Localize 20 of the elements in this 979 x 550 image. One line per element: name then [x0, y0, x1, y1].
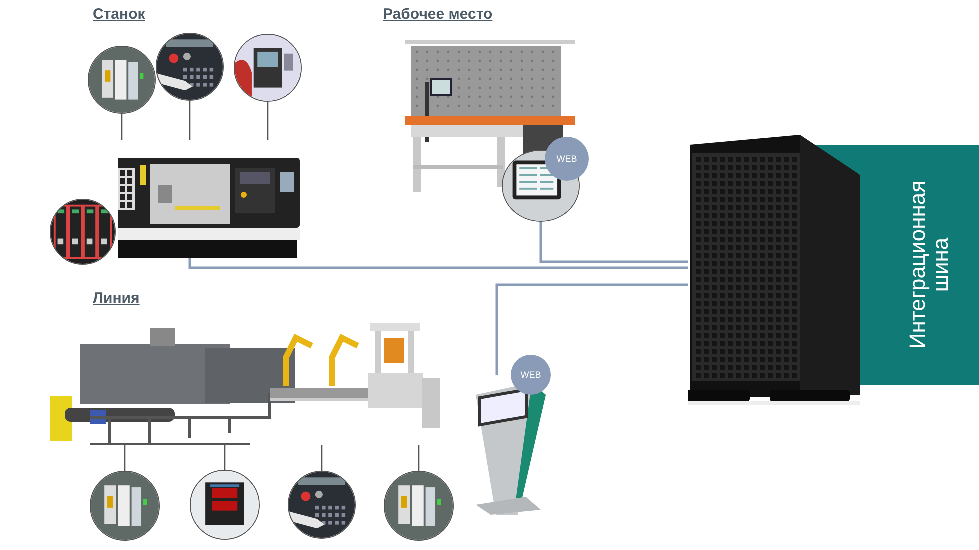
connector-line — [124, 445, 126, 471]
section-heading: Станок — [93, 6, 146, 23]
web-label: WEB — [520, 370, 542, 380]
server-tower-drawing — [688, 135, 880, 407]
connector-line — [188, 258, 688, 270]
connector-line — [189, 101, 191, 140]
connector-line — [418, 445, 420, 471]
web-badge — [545, 137, 589, 181]
web-badge — [511, 355, 551, 395]
connector-line — [224, 445, 226, 470]
integration-bus-band — [880, 145, 979, 385]
connector-line — [321, 445, 323, 471]
connector-line — [540, 222, 688, 264]
web-label: WEB — [556, 154, 578, 164]
connector-line — [496, 284, 688, 375]
connector-line — [267, 102, 269, 140]
section-heading: Рабочее место — [383, 6, 493, 23]
connector-line — [121, 114, 123, 140]
section-heading: Линия — [93, 290, 140, 307]
band-label: Интеграционная шина — [906, 180, 954, 352]
